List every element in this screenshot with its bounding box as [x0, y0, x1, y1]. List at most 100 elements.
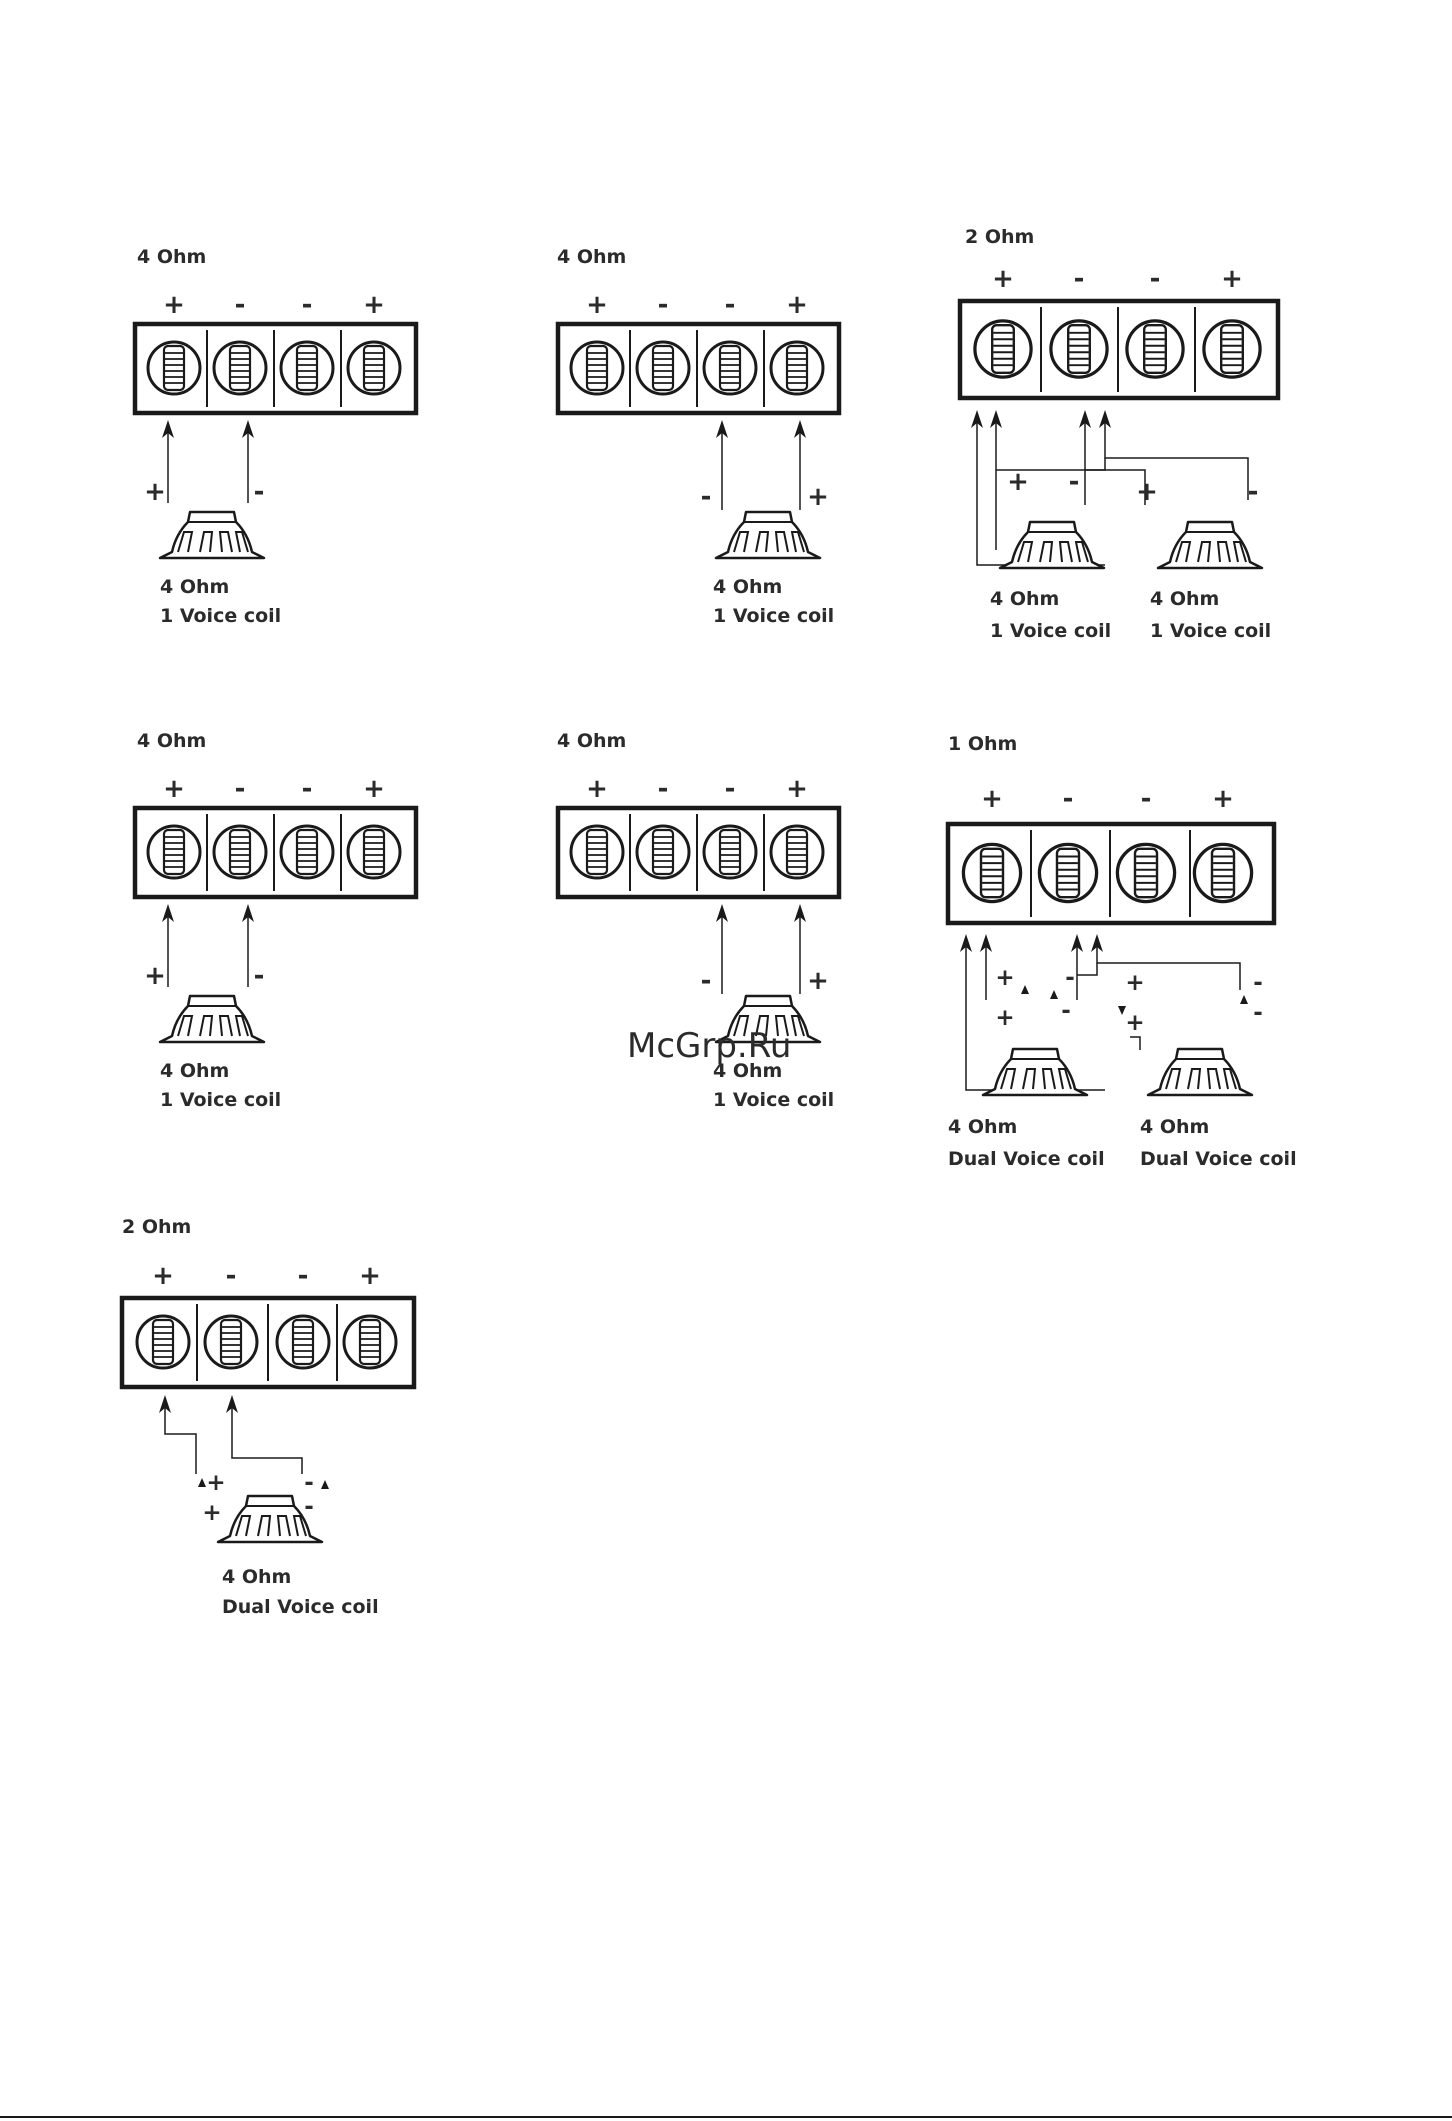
terminal-block	[555, 321, 842, 416]
wire-sign-minus: -	[304, 1470, 314, 1496]
diagram-title: 4 Ohm	[137, 246, 206, 268]
diagram-title: 4 Ohm	[137, 730, 206, 752]
diagram-4: 4 Ohm + - - + + - 4 Ohm 1 Voice coil	[132, 730, 419, 1111]
terminal-sign: -	[302, 290, 313, 320]
wire-sign-plus: +	[995, 965, 1014, 991]
speaker-coil-type: Dual Voice coil	[948, 1148, 1105, 1170]
diagram-title: 4 Ohm	[557, 730, 626, 752]
terminal-sign: -	[235, 290, 246, 320]
terminal-block	[119, 1295, 417, 1390]
speaker-icon	[1156, 520, 1264, 570]
terminal-sign: +	[363, 774, 385, 804]
wire-sign-minus: -	[254, 961, 265, 991]
speaker-coil-type: 1 Voice coil	[1150, 620, 1271, 642]
diagram-title: 1 Ohm	[948, 733, 1017, 755]
wire-sign-minus: -	[1065, 965, 1075, 991]
wire-sign-plus: +	[807, 966, 829, 996]
terminal-sign: -	[1150, 264, 1161, 294]
terminal-sign: +	[163, 290, 185, 320]
diagram-1: 4 Ohm + - - + + - 4 Ohm 1 Voice coil	[132, 246, 419, 627]
bottom-rule	[0, 2116, 1452, 2118]
terminal-sign: +	[1212, 784, 1234, 814]
speaker-wires	[159, 1395, 329, 1489]
speaker-coil-type: 1 Voice coil	[160, 605, 281, 627]
wire-sign-minus: -	[1069, 467, 1080, 497]
speaker-rating: 4 Ohm	[160, 576, 229, 598]
wire-sign-plus: +	[206, 1470, 225, 1496]
wire-sign-minus: -	[701, 966, 712, 996]
speaker-rating: 4 Ohm	[160, 1060, 229, 1082]
wire-sign-minus: -	[1253, 970, 1263, 996]
diagram-title: 2 Ohm	[122, 1216, 191, 1238]
terminal-sign: +	[586, 774, 608, 804]
terminal-sign: -	[725, 290, 736, 320]
terminal-sign: -	[725, 774, 736, 804]
wire-sign-plus: +	[202, 1500, 221, 1526]
wire-sign-minus: -	[701, 482, 712, 512]
terminal-block	[132, 321, 419, 416]
speaker-rating: 4 Ohm	[990, 588, 1059, 610]
terminal-sign: +	[163, 774, 185, 804]
terminal-sign: -	[1141, 784, 1152, 814]
wire-sign-minus: -	[1061, 998, 1071, 1024]
terminal-sign: -	[235, 774, 246, 804]
terminal-block	[132, 805, 419, 900]
terminal-sign: +	[586, 290, 608, 320]
watermark: McGrp.Ru	[627, 1026, 791, 1066]
speaker-coil-type: 1 Voice coil	[713, 1089, 834, 1111]
diagram-title: 2 Ohm	[965, 226, 1034, 248]
speaker-wires	[716, 420, 806, 510]
terminal-sign: +	[1221, 264, 1243, 294]
terminal-sign: -	[298, 1261, 309, 1291]
wire-sign-minus: -	[254, 477, 265, 507]
diagram-2: 4 Ohm + - - + - + 4 Ohm 1 Voice coil	[555, 246, 842, 627]
speaker-icon	[998, 520, 1106, 570]
speaker-icon	[714, 510, 822, 560]
terminal-sign: +	[992, 264, 1014, 294]
wire-sign-plus: +	[995, 1005, 1014, 1031]
speaker-wires	[162, 420, 254, 503]
wire-sign-plus: +	[1125, 970, 1144, 996]
diagram-7: 2 Ohm + - - + + + - - 4 Ohm Dual Voic	[119, 1216, 417, 1618]
terminal-block	[945, 821, 1277, 926]
terminal-sign: +	[786, 290, 808, 320]
speaker-coil-type: 1 Voice coil	[160, 1089, 281, 1111]
diagram-6: 1 Ohm + - - +	[945, 733, 1297, 1170]
wire-sign-plus: +	[144, 961, 166, 991]
speaker-rating: 4 Ohm	[713, 576, 782, 598]
speaker-rating: 4 Ohm	[713, 1060, 782, 1082]
speaker-rating: 4 Ohm	[948, 1116, 1017, 1138]
wire-sign-minus: -	[304, 1494, 314, 1520]
terminal-sign: +	[359, 1261, 381, 1291]
terminal-sign: +	[981, 784, 1003, 814]
speaker-rating: 4 Ohm	[1150, 588, 1219, 610]
terminal-sign: -	[1074, 264, 1085, 294]
wire-sign-plus: +	[1007, 467, 1029, 497]
terminal-block	[957, 298, 1281, 401]
wire-sign-plus: +	[144, 477, 166, 507]
wire-sign-minus: -	[1248, 477, 1259, 507]
terminal-sign: -	[658, 774, 669, 804]
terminal-sign: -	[1063, 784, 1074, 814]
speaker-icon	[1146, 1047, 1254, 1097]
terminal-sign: -	[302, 774, 313, 804]
diagram-5: 4 Ohm + - - + - + 4 Ohm 1 Voice coil	[555, 730, 842, 1111]
speaker-coil-type: Dual Voice coil	[222, 1596, 379, 1618]
terminal-sign: +	[152, 1261, 174, 1291]
terminal-sign: +	[363, 290, 385, 320]
speaker-wires	[162, 904, 254, 987]
speaker-icon	[981, 1047, 1089, 1097]
terminal-block	[555, 805, 842, 900]
terminal-sign: -	[658, 290, 669, 320]
speaker-icon	[158, 510, 266, 560]
terminal-sign: +	[786, 774, 808, 804]
speaker-coil-type: Dual Voice coil	[1140, 1148, 1297, 1170]
terminal-sign: -	[226, 1261, 237, 1291]
wire-sign-plus: +	[1125, 1010, 1144, 1036]
diagram-title: 4 Ohm	[557, 246, 626, 268]
speaker-rating: 4 Ohm	[1140, 1116, 1209, 1138]
speaker-coil-type: 1 Voice coil	[713, 605, 834, 627]
speaker-icon	[158, 994, 266, 1044]
diagram-3: 2 Ohm + - - + + - + -	[957, 226, 1281, 642]
